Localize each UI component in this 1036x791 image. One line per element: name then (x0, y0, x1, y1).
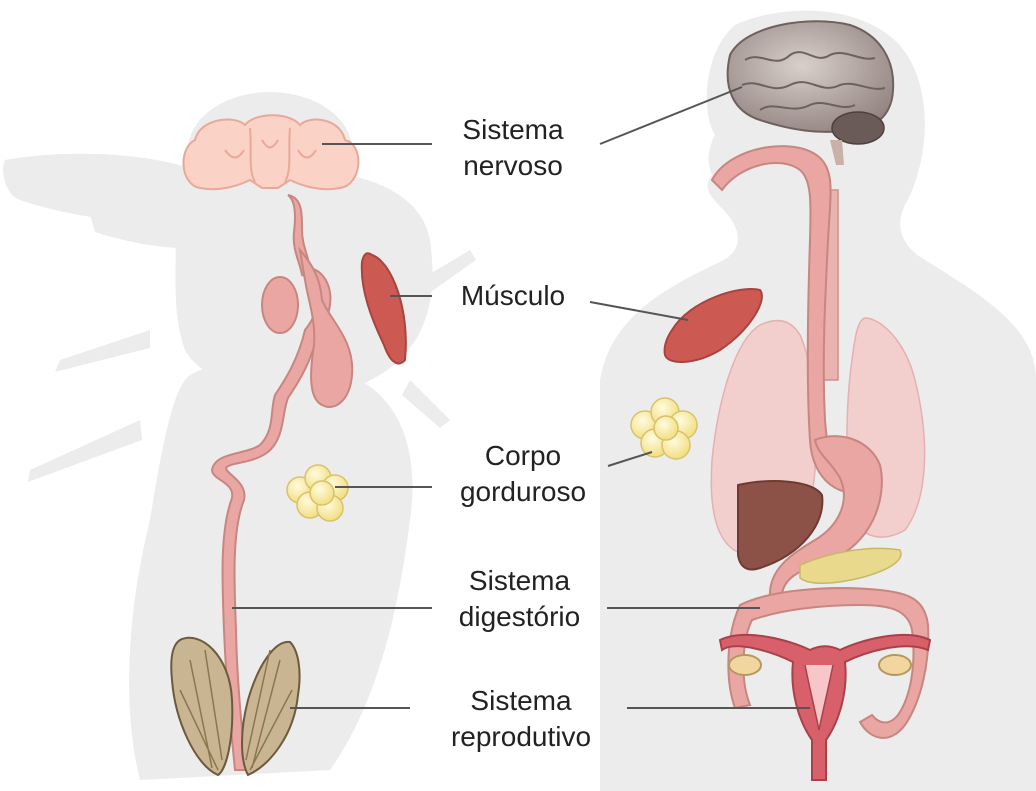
label-fat-line1: Corpo (438, 438, 608, 474)
fly-brain (184, 115, 359, 189)
label-fat-line2: gorduroso (438, 474, 608, 510)
label-muscle-line1: Músculo (438, 278, 588, 314)
label-fat-body: Corpo gorduroso (438, 438, 608, 510)
label-reproductive-line2: reprodutivo (416, 719, 626, 755)
label-reproductive-system: Sistema reprodutivo (416, 683, 626, 755)
label-digestive-line1: Sistema (432, 563, 607, 599)
label-nervous-system: Sistema nervoso (438, 112, 588, 184)
fly-silhouette (3, 92, 476, 780)
label-digestive-line2: digestório (432, 599, 607, 635)
label-digestive-system: Sistema digestório (432, 563, 607, 635)
label-reproductive-line1: Sistema (416, 683, 626, 719)
label-nervous-line1: Sistema (438, 112, 588, 148)
label-muscle: Músculo (438, 278, 588, 314)
label-nervous-line2: nervoso (438, 148, 588, 184)
